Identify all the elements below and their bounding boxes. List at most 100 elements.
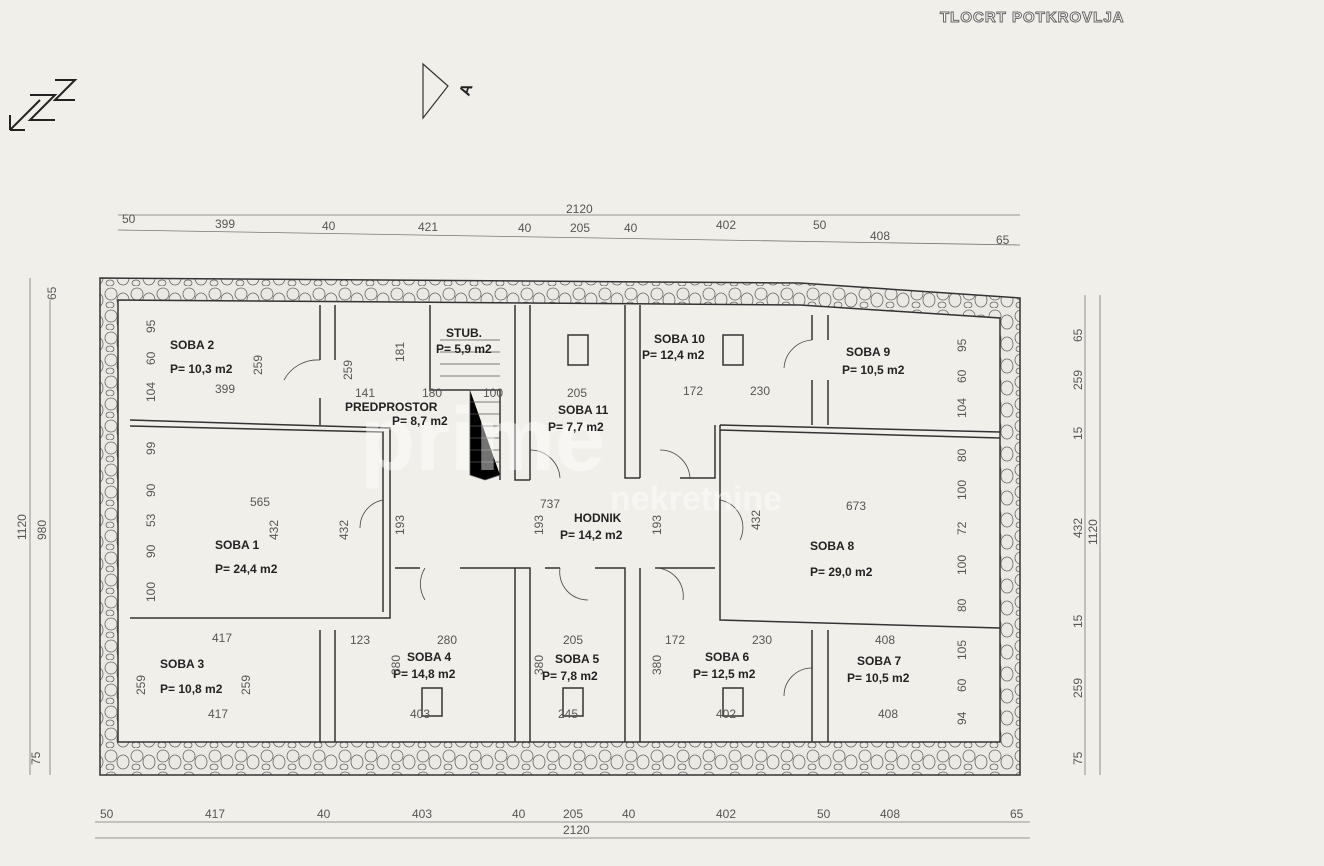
- svg-text:nekretnine: nekretnine: [610, 480, 782, 518]
- svg-text:417: 417: [205, 807, 225, 821]
- room-area: P= 7,7 m2: [548, 420, 604, 434]
- room-name: HODNIK: [574, 511, 622, 525]
- svg-text:172: 172: [683, 384, 703, 398]
- svg-text:259: 259: [341, 360, 355, 380]
- svg-text:205: 205: [567, 386, 587, 400]
- svg-text:172: 172: [665, 633, 685, 647]
- watermark: prime nekretnine: [360, 390, 782, 518]
- svg-text:402: 402: [716, 707, 736, 721]
- section-marker: A: [422, 62, 477, 120]
- svg-text:259: 259: [251, 355, 265, 375]
- svg-text:123: 123: [350, 633, 370, 647]
- svg-text:65: 65: [1010, 807, 1024, 821]
- svg-text:417: 417: [212, 631, 232, 645]
- svg-text:50: 50: [122, 212, 136, 226]
- room-name: SOBA 10: [654, 332, 705, 346]
- outer-walls: [99, 277, 1021, 776]
- svg-text:95: 95: [144, 319, 158, 333]
- svg-text:60: 60: [955, 369, 969, 383]
- svg-text:259: 259: [239, 675, 253, 695]
- svg-text:408: 408: [870, 229, 890, 243]
- svg-text:50: 50: [100, 807, 114, 821]
- room-area: P= 14,2 m2: [560, 528, 623, 542]
- svg-text:80: 80: [955, 598, 969, 612]
- svg-text:403: 403: [410, 707, 430, 721]
- svg-text:80: 80: [955, 448, 969, 462]
- room-area: P= 10,3 m2: [170, 362, 233, 376]
- svg-text:205: 205: [570, 221, 590, 235]
- interior-dimensions: 399 141 180 100 205 172 230 565 737 673 …: [134, 319, 969, 725]
- room-area: P= 12,5 m2: [693, 667, 756, 681]
- svg-text:2120: 2120: [566, 202, 593, 216]
- svg-text:40: 40: [622, 807, 636, 821]
- svg-text:15: 15: [1071, 614, 1085, 628]
- room-area: P= 14,8 m2: [393, 667, 456, 681]
- svg-text:259: 259: [1071, 678, 1085, 698]
- svg-text:230: 230: [752, 633, 772, 647]
- svg-text:60: 60: [144, 351, 158, 365]
- room-area: P= 5,9 m2: [436, 342, 492, 356]
- svg-text:75: 75: [1071, 751, 1085, 765]
- svg-text:205: 205: [563, 807, 583, 821]
- svg-text:402: 402: [716, 218, 736, 232]
- svg-text:40: 40: [317, 807, 331, 821]
- room-name: SOBA 2: [170, 338, 215, 352]
- left-dimensions: 1120 980 65 75: [15, 286, 59, 765]
- svg-text:205: 205: [563, 633, 583, 647]
- room-name: PREDPROSTOR: [345, 400, 438, 414]
- room-name: SOBA 1: [215, 538, 260, 552]
- drawing-title: TLOCRT POTKROVLJA: [940, 9, 1125, 26]
- svg-text:90: 90: [144, 483, 158, 497]
- svg-text:72: 72: [955, 521, 969, 535]
- svg-text:A: A: [457, 81, 477, 98]
- svg-text:90: 90: [144, 544, 158, 558]
- room-name: SOBA 4: [407, 650, 452, 664]
- svg-text:100: 100: [144, 582, 158, 602]
- room-area: P= 7,8 m2: [542, 669, 598, 683]
- room-area: P= 8,7 m2: [392, 414, 448, 428]
- svg-text:15: 15: [1071, 426, 1085, 440]
- interior-walls: [129, 305, 1001, 742]
- room-name: STUB.: [446, 326, 482, 340]
- svg-text:1120: 1120: [15, 514, 29, 540]
- svg-text:259: 259: [134, 675, 148, 695]
- svg-text:380: 380: [532, 655, 546, 675]
- svg-text:94: 94: [955, 711, 969, 725]
- bottom-dimensions: 50 417 40 403 40 205 40 402 50 408 65 21…: [100, 807, 1024, 837]
- svg-text:380: 380: [650, 655, 664, 675]
- svg-text:432: 432: [337, 520, 351, 540]
- room-area: P= 24,4 m2: [215, 562, 278, 576]
- svg-text:245: 245: [558, 707, 578, 721]
- svg-text:40: 40: [322, 219, 336, 233]
- svg-text:399: 399: [215, 217, 235, 231]
- room-name: SOBA 8: [810, 539, 855, 553]
- svg-text:399: 399: [215, 382, 235, 396]
- svg-text:432: 432: [267, 520, 281, 540]
- svg-text:104: 104: [144, 382, 158, 402]
- svg-text:673: 673: [846, 499, 866, 513]
- top-dimensions: 50 399 40 421 40 205 40 402 50 408 65 21…: [122, 202, 1010, 247]
- room-area: P= 29,0 m2: [810, 565, 873, 579]
- svg-text:230: 230: [750, 384, 770, 398]
- svg-text:141: 141: [355, 386, 375, 400]
- svg-text:380: 380: [389, 655, 403, 675]
- svg-text:280: 280: [437, 633, 457, 647]
- svg-text:prime: prime: [360, 390, 605, 490]
- svg-text:65: 65: [45, 286, 59, 300]
- svg-text:432: 432: [1071, 518, 1085, 538]
- svg-text:402: 402: [716, 807, 736, 821]
- svg-text:432: 432: [749, 510, 763, 530]
- staircase: [440, 339, 501, 481]
- right-dimensions: 65 259 15 432 15 259 75 1120: [1071, 328, 1100, 765]
- svg-text:50: 50: [817, 807, 831, 821]
- room-area: P= 12,4 m2: [642, 348, 705, 362]
- svg-text:100: 100: [955, 555, 969, 575]
- svg-text:565: 565: [250, 495, 270, 509]
- svg-text:421: 421: [418, 220, 438, 234]
- room-area: P= 10,8 m2: [160, 682, 223, 696]
- svg-text:2120: 2120: [563, 823, 590, 837]
- svg-text:95: 95: [955, 338, 969, 352]
- svg-text:40: 40: [624, 221, 638, 235]
- svg-text:737: 737: [540, 497, 560, 511]
